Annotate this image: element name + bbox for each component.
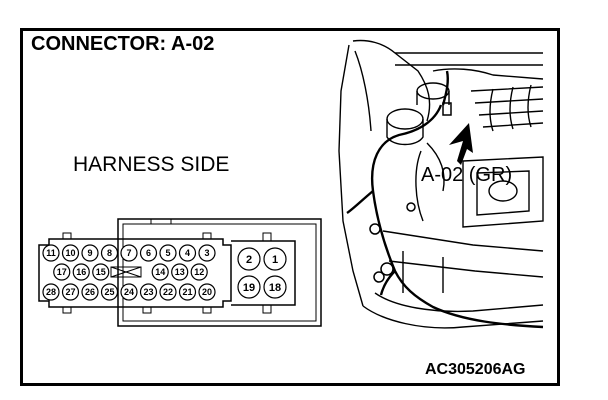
pin-7: 7 xyxy=(120,244,138,262)
svg-text:5: 5 xyxy=(165,248,170,258)
svg-text:18: 18 xyxy=(269,282,281,294)
pin-22: 22 xyxy=(159,283,177,301)
svg-text:17: 17 xyxy=(57,267,67,277)
pin-11: 11 xyxy=(42,244,60,262)
pin-3: 3 xyxy=(198,244,216,262)
svg-text:28: 28 xyxy=(46,287,56,297)
pin-6: 6 xyxy=(139,244,158,262)
svg-text:23: 23 xyxy=(143,287,153,297)
pin-12: 12 xyxy=(190,263,208,281)
pin-25: 25 xyxy=(100,283,119,301)
svg-text:26: 26 xyxy=(85,287,95,297)
diagram-title: CONNECTOR: A-02 xyxy=(31,33,215,55)
pin-14: 14 xyxy=(151,263,169,281)
pin-27: 27 xyxy=(61,283,80,301)
pin-16: 16 xyxy=(72,263,90,281)
svg-text:11: 11 xyxy=(46,248,56,258)
svg-text:1: 1 xyxy=(272,254,278,266)
svg-text:7: 7 xyxy=(126,248,131,258)
pin-23: 23 xyxy=(139,283,158,301)
pin-28: 28 xyxy=(42,283,60,301)
svg-text:16: 16 xyxy=(76,267,86,277)
svg-text:9: 9 xyxy=(87,248,92,258)
pin-10: 10 xyxy=(61,244,80,262)
figure-id: AC305206AG xyxy=(425,361,526,378)
svg-text:20: 20 xyxy=(202,287,212,297)
pin-15: 15 xyxy=(92,263,110,281)
svg-text:2: 2 xyxy=(246,254,252,266)
callout-arrow xyxy=(442,102,473,165)
svg-text:13: 13 xyxy=(175,267,185,277)
pin-2: 2 xyxy=(237,247,261,271)
pin-18: 18 xyxy=(263,275,287,299)
pin-4: 4 xyxy=(178,244,197,262)
pin-13: 13 xyxy=(171,263,189,281)
svg-text:22: 22 xyxy=(163,287,173,297)
wiring-harness xyxy=(346,70,544,329)
svg-text:10: 10 xyxy=(65,248,75,258)
pin-26: 26 xyxy=(81,283,99,301)
pin-1: 1 xyxy=(263,247,287,271)
svg-text:14: 14 xyxy=(155,267,165,277)
pin-17: 17 xyxy=(53,263,71,281)
svg-text:24: 24 xyxy=(124,287,134,297)
svg-text:27: 27 xyxy=(65,287,75,297)
svg-text:15: 15 xyxy=(96,267,106,277)
pin-9: 9 xyxy=(81,244,99,262)
svg-text:6: 6 xyxy=(146,248,151,258)
svg-text:12: 12 xyxy=(194,267,204,277)
svg-text:19: 19 xyxy=(243,282,255,294)
connector-callout-label: A-02 (GR) xyxy=(421,164,513,186)
svg-text:4: 4 xyxy=(185,248,190,258)
pin-19: 19 xyxy=(237,275,261,299)
svg-text:25: 25 xyxy=(104,287,114,297)
svg-text:21: 21 xyxy=(182,287,192,297)
pin-8: 8 xyxy=(100,244,119,262)
pin-21: 21 xyxy=(178,283,197,301)
pin-24: 24 xyxy=(120,283,138,301)
engine-bay-illustration xyxy=(338,39,544,329)
pin-5: 5 xyxy=(159,244,177,262)
svg-text:3: 3 xyxy=(204,248,209,258)
pin-20: 20 xyxy=(198,283,216,301)
view-label: HARNESS SIDE xyxy=(73,153,230,176)
svg-text:8: 8 xyxy=(107,248,112,258)
